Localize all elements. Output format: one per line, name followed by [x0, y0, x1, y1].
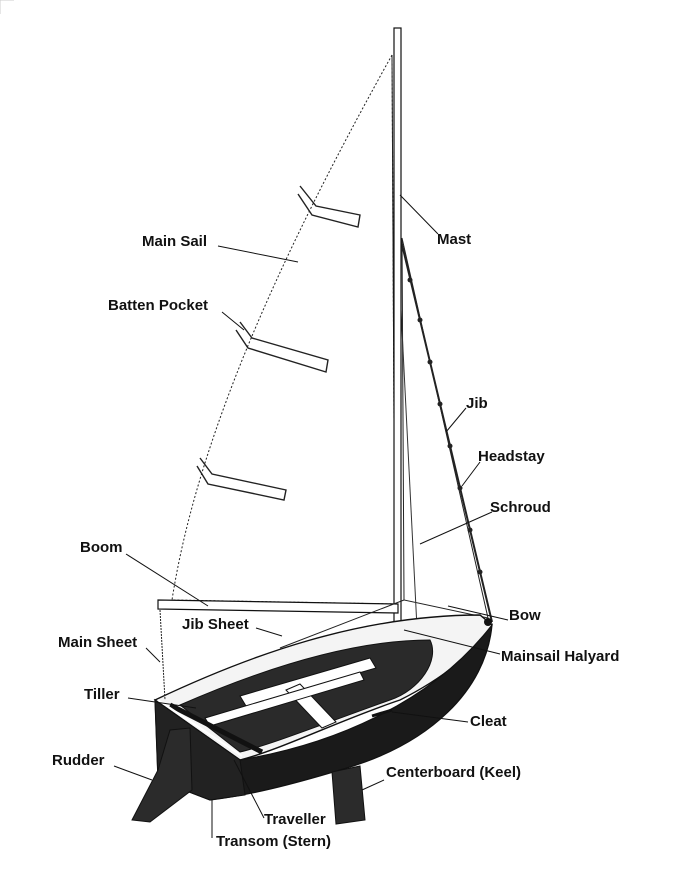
batten-pockets — [196, 185, 361, 501]
centerboard-blade — [331, 765, 366, 825]
label-centerboard: Centerboard (Keel) — [386, 764, 521, 781]
jib-hanks — [407, 277, 483, 575]
corner-mark — [0, 0, 14, 14]
label-main-sheet: Main Sheet — [58, 634, 137, 651]
label-main-sail: Main Sail — [142, 233, 207, 250]
label-traveller: Traveller — [264, 811, 326, 828]
mast-spar — [393, 27, 402, 669]
label-jib-sheet: Jib Sheet — [182, 616, 249, 633]
thwarts — [204, 657, 377, 729]
boom-spar — [157, 599, 399, 614]
label-tiller: Tiller — [84, 686, 120, 703]
bow-fitting — [484, 618, 492, 626]
label-mast: Mast — [437, 231, 471, 248]
label-schroud: Schroud — [490, 499, 551, 516]
label-mainsail-halyard: Mainsail Halyard — [501, 648, 619, 665]
cleat-fitting — [371, 708, 393, 718]
traveller-bar — [157, 699, 243, 757]
label-cleat: Cleat — [470, 713, 507, 730]
label-batten-pocket: Batten Pocket — [108, 297, 208, 314]
jib-sheet-line — [279, 599, 405, 649]
label-bow: Bow — [509, 607, 541, 624]
tiller-arm — [168, 702, 264, 755]
main-sheet-line — [159, 609, 166, 701]
rudder-blade — [131, 727, 193, 823]
label-boom: Boom — [80, 539, 123, 556]
label-jib: Jib — [466, 395, 488, 412]
main-sail — [171, 53, 396, 605]
label-headstay: Headstay — [478, 448, 545, 465]
headstay-wire — [399, 235, 493, 623]
label-transom: Transom (Stern) — [216, 833, 331, 850]
label-rudder: Rudder — [52, 752, 105, 769]
leader-lines — [113, 194, 509, 838]
